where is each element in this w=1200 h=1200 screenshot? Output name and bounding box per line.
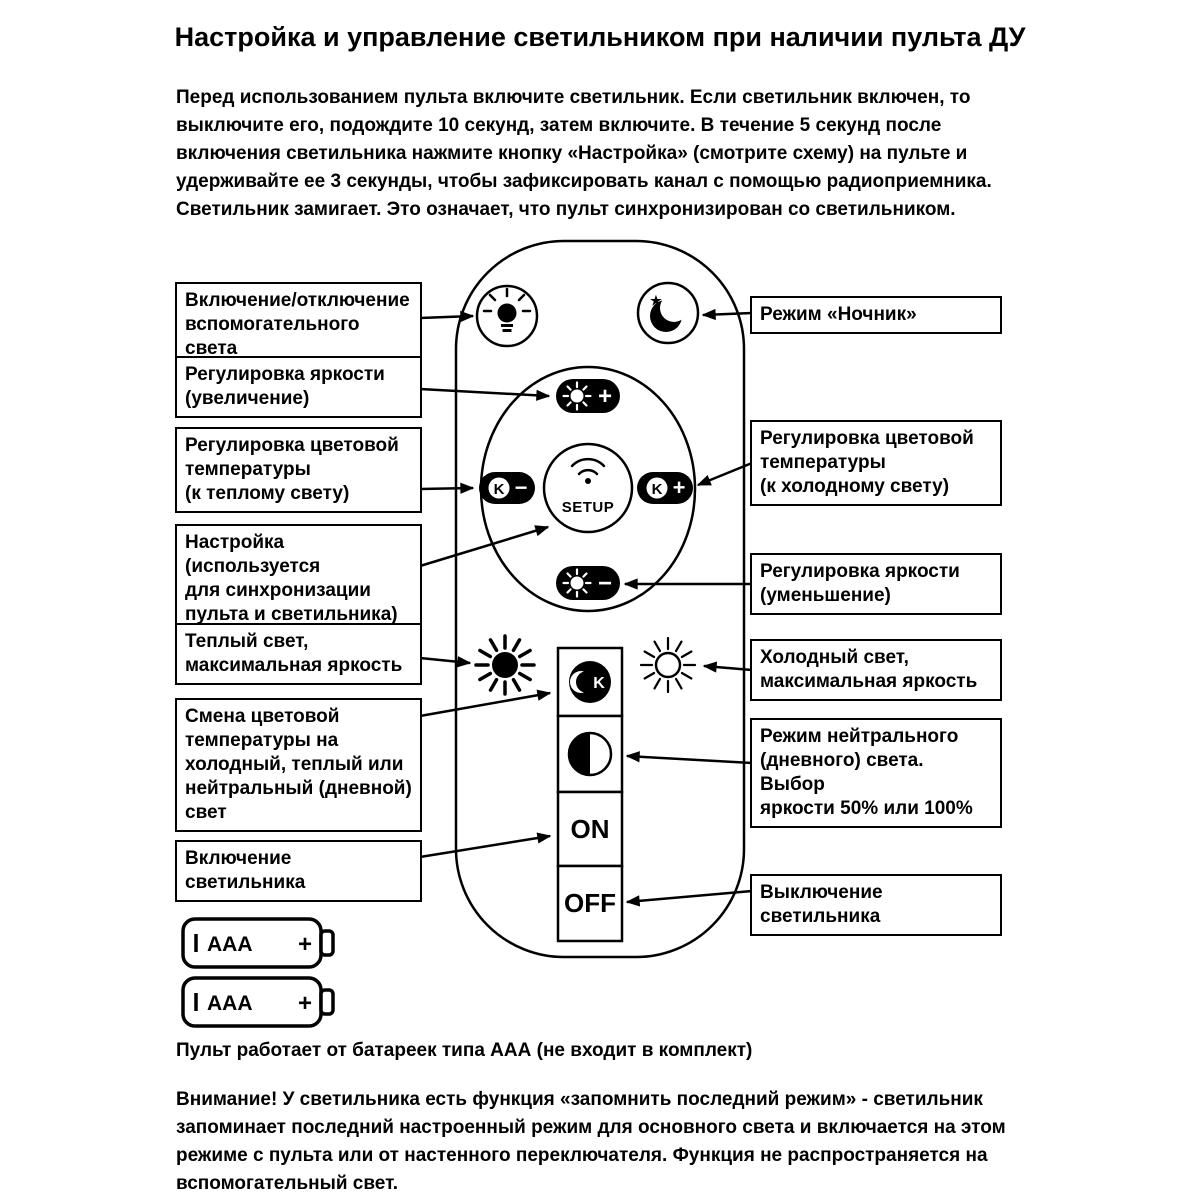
arrow-temp-warm	[419, 482, 475, 494]
page-title: Настройка и управление светильником при …	[174, 22, 1026, 52]
off-label: OFF	[564, 888, 616, 918]
battery-type-label: AAA	[207, 992, 253, 1015]
arrow-night-mode	[701, 308, 753, 321]
color-temp-warm-button: K −	[479, 472, 535, 504]
battery-note: Пульт работает от батареек типа ААА (не …	[176, 1040, 753, 1061]
bulb-icon	[482, 287, 532, 332]
aux-light-button	[475, 284, 539, 348]
off-button: OFF	[556, 864, 624, 943]
label-brightness-increase: Регулировка яркости (увеличение)	[175, 356, 422, 418]
intro-text: Перед использованием пульта включите све…	[176, 87, 992, 220]
sun-minus-icon: −	[562, 568, 612, 598]
pointer-arrows	[419, 308, 753, 907]
remote-control: ★ + K −	[454, 239, 746, 959]
k-glyph: K	[494, 481, 505, 498]
star-glyph: ★	[650, 293, 662, 308]
arrow-mode-switch	[419, 689, 552, 718]
minus-glyph: −	[598, 570, 612, 597]
arrow-brightness-up	[419, 387, 551, 401]
label-aux-light-toggle: Включение/отключение вспомогательного св…	[175, 282, 422, 368]
k-glyph: K	[593, 675, 605, 692]
setup-button: SETUP	[542, 442, 634, 534]
label-color-temp-warm: Регулировка цветовой температуры (к тепл…	[175, 427, 422, 513]
battery-1: AAA +	[181, 917, 335, 969]
on-button: ON	[556, 790, 624, 868]
label-brightness-decrease: Регулировка яркости (уменьшение)	[750, 553, 1002, 615]
k-minus-icon: K −	[488, 475, 528, 500]
label-light-on: Включение светильника	[175, 840, 422, 902]
warm-light-icon	[474, 634, 536, 696]
arrow-setup	[419, 525, 550, 568]
brightness-down-button: −	[556, 566, 620, 600]
arrow-light-off	[625, 889, 753, 907]
arrow-light-on	[419, 832, 552, 859]
k-plus-icon: K +	[646, 475, 686, 500]
night-mode-button: ★	[636, 281, 700, 345]
plus-glyph: +	[598, 383, 612, 410]
sun-plus-icon: +	[562, 381, 612, 411]
battery-type-label: AAA	[207, 933, 253, 956]
moon-k-icon: K	[569, 661, 611, 703]
label-night-mode: Режим «Ночник»	[750, 296, 1002, 334]
battery-plus-label: +	[298, 931, 312, 958]
mode-switch-button: K	[556, 646, 624, 718]
warning-note: Внимание! У светильника есть функция «за…	[176, 1089, 1006, 1194]
label-warm-max-brightness: Теплый свет, максимальная яркость	[175, 623, 422, 685]
label-neutral-mode: Режим нейтрального (дневного) света. Выб…	[750, 718, 1002, 828]
cold-light-icon	[639, 636, 697, 694]
neutral-mode-button	[556, 714, 624, 794]
wifi-icon	[570, 457, 606, 484]
arrow-temp-cold	[696, 461, 753, 487]
arrow-warm-max	[419, 656, 472, 668]
label-setup-sync: Настройка (используется для синхронизаци…	[175, 524, 422, 634]
label-color-temp-switch: Смена цветовой температуры на холодный, …	[175, 698, 422, 832]
arrow-aux-light	[419, 310, 475, 323]
moon-star-icon: ★	[650, 293, 688, 332]
battery-2: AAA +	[181, 976, 335, 1028]
plus-glyph: +	[673, 475, 686, 500]
minus-glyph: −	[515, 475, 528, 500]
label-light-off: Выключение светильника	[750, 874, 1002, 936]
label-color-temp-cold: Регулировка цветовой температуры (к холо…	[750, 420, 1002, 506]
battery-terminal-bump	[319, 929, 335, 957]
k-glyph: K	[652, 481, 663, 498]
label-cold-max-brightness: Холодный свет, максимальная яркость	[750, 639, 1002, 701]
brightness-up-button: +	[556, 379, 620, 413]
battery-plus-label: +	[298, 990, 312, 1017]
arrow-cold-max	[702, 661, 753, 673]
battery-terminal-bump	[319, 988, 335, 1016]
arrow-neutral-mode	[625, 751, 753, 765]
setup-label: SETUP	[562, 499, 615, 516]
on-label: ON	[571, 814, 610, 844]
half-circle-icon	[567, 731, 613, 777]
color-temp-cold-button: K +	[637, 472, 693, 504]
